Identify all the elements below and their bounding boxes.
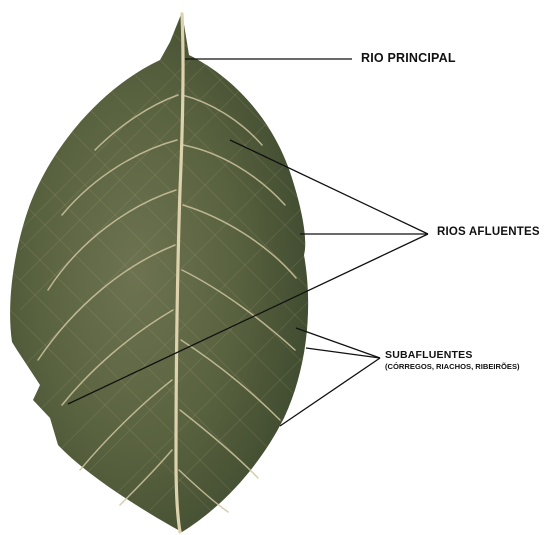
label-sub-tributaries: SUBAFLUENTES xyxy=(385,349,473,361)
label-main-river: RIO PRINCIPAL xyxy=(361,51,456,65)
leader-line-sub-2 xyxy=(306,348,380,358)
leader-line-sub-1 xyxy=(296,328,380,358)
label-sub-tributaries-examples: (CÓRREGOS, RIACHOS, RIBEIRÕES) xyxy=(385,362,520,371)
leaf-blade xyxy=(10,12,308,532)
label-tributaries: RIOS AFLUENTES xyxy=(437,226,540,238)
